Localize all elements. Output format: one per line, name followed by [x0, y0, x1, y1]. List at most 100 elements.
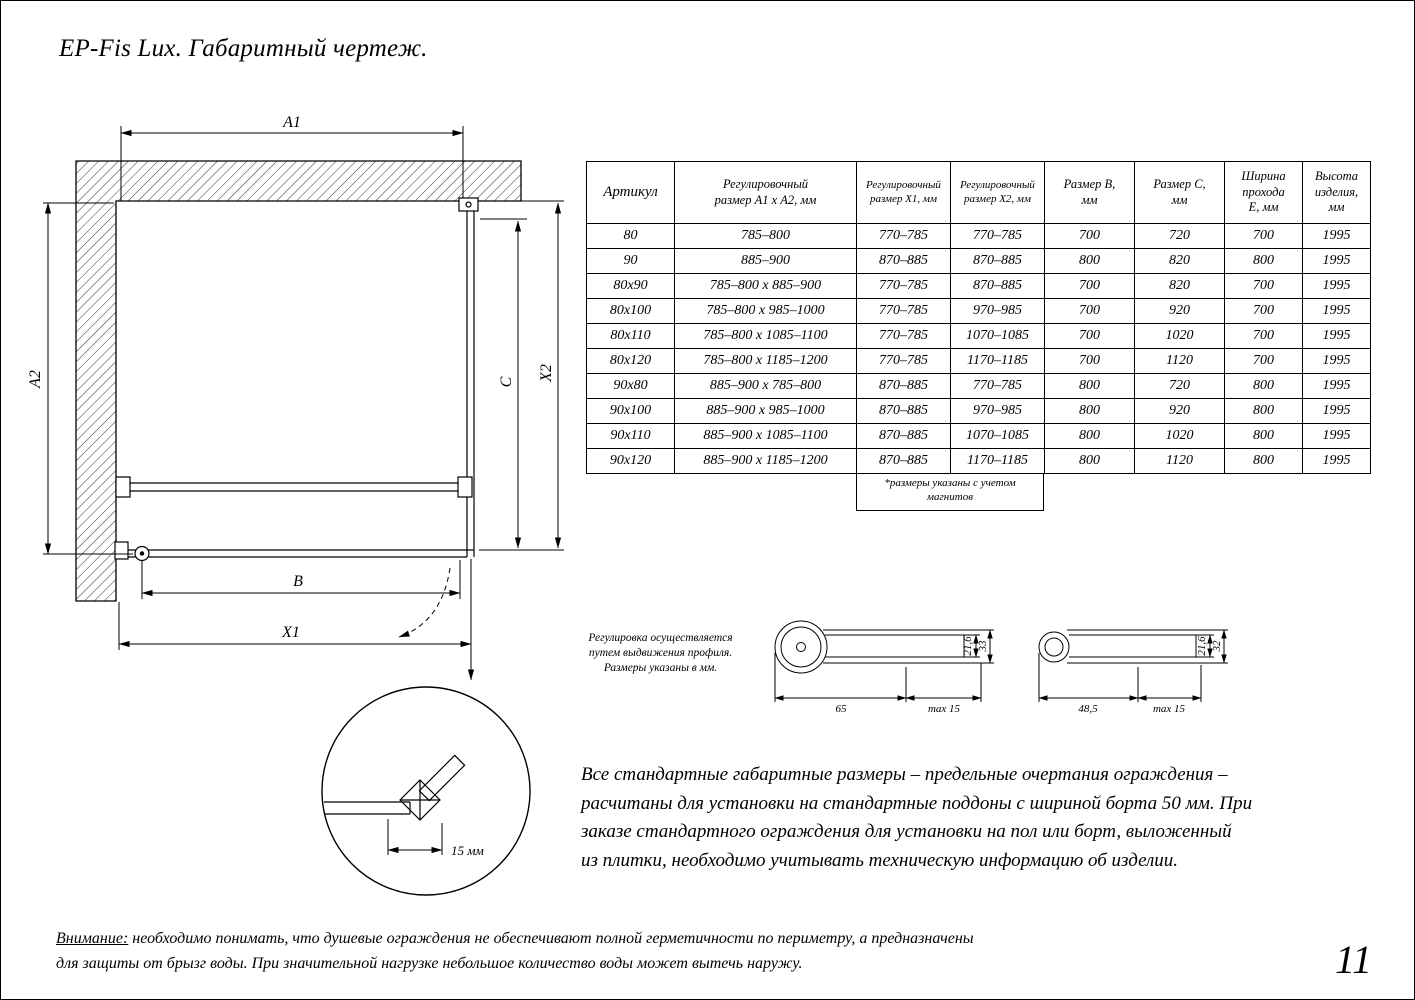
table-cell: 1995	[1302, 223, 1371, 249]
dim-x1: X1	[118, 602, 472, 650]
table-header-cell: Размер B, мм	[1044, 161, 1135, 224]
profile-left-dims: 65 max 15 21,6 33	[774, 629, 994, 715]
warning-text: Внимание: необходимо понимать, что душев…	[56, 927, 974, 977]
profile-right-adjust-label: max 15	[1153, 703, 1186, 715]
table-cell: 870–885	[856, 423, 951, 449]
profile-left-shape	[774, 620, 965, 674]
dim-label-a1: A1	[282, 114, 301, 131]
table-cell: 800	[1044, 398, 1135, 424]
warning-line1-text: необходимо понимать, что душевые огражде…	[128, 930, 974, 947]
profile-right-outer-height-label: 32	[1211, 640, 1223, 653]
table-cell: 1020	[1134, 423, 1225, 449]
table-cell: 820	[1134, 273, 1225, 299]
table-header-cell: Артикул	[586, 161, 675, 224]
table-cell: 920	[1134, 298, 1225, 324]
table-cell: 770–785	[856, 223, 951, 249]
table-cell: 870–885	[950, 273, 1045, 299]
detail-circle: 15 мм	[321, 686, 531, 896]
table-cell: 770–785	[856, 348, 951, 374]
table-cell: 700	[1224, 298, 1303, 324]
profile-right-shape	[1038, 629, 1197, 664]
table-cell: 885–900 х 985–1000	[674, 398, 857, 424]
dimension-drawing: A1 A2 X2 C B	[27, 114, 564, 896]
description-line: Все стандартные габаритные размеры – пре…	[581, 764, 1228, 785]
profile-right-dims: 48,5 max 15 21,6 32	[1038, 629, 1228, 715]
table-cell: 785–800 х 1085–1100	[674, 323, 857, 349]
page-number: 11	[1334, 937, 1372, 982]
wall-hatch	[75, 160, 522, 602]
table-cell: 800	[1224, 398, 1303, 424]
table-cell: 1170–1185	[950, 348, 1045, 374]
profile-left-inner-height-label: 21,6	[962, 636, 974, 656]
dim-c: C	[480, 218, 527, 549]
table-cell: 700	[1224, 223, 1303, 249]
table-cell: 800	[1224, 448, 1303, 474]
table-cell: 785–800	[674, 223, 857, 249]
table-cell: 1995	[1302, 373, 1371, 399]
table-cell: 800	[1044, 423, 1135, 449]
table-header-cell: Высота изделия, мм	[1302, 161, 1371, 224]
table-cell: 80	[586, 223, 675, 249]
table-cell: 700	[1224, 348, 1303, 374]
table-cell: 700	[1044, 348, 1135, 374]
dim-label-c: C	[498, 376, 515, 387]
table-cell: 885–900 х 1185–1200	[674, 448, 857, 474]
table-cell: 1995	[1302, 323, 1371, 349]
table-cell: 870–885	[856, 373, 951, 399]
table-cell: 1995	[1302, 398, 1371, 424]
adjustment-note-line: Размеры указаны в мм.	[603, 661, 718, 674]
table-cell: 1995	[1302, 423, 1371, 449]
table-cell: 700	[1224, 323, 1303, 349]
table-cell: 700	[1224, 273, 1303, 299]
table-cell: 1070–1085	[950, 423, 1045, 449]
table-header-cell: Размер C, мм	[1134, 161, 1225, 224]
table-cell: 1020	[1134, 323, 1225, 349]
adjustment-note: Регулировка осуществляется путем выдвиже…	[573, 631, 748, 676]
table-cell: 820	[1134, 248, 1225, 274]
dim-label-x2: X2	[538, 364, 555, 383]
table-cell: 870–885	[856, 448, 951, 474]
table-cell: 785–800 х 885–900	[674, 273, 857, 299]
table-cell: 785–800 х 985–1000	[674, 298, 857, 324]
table-cell: 800	[1224, 423, 1303, 449]
table-cell: 1120	[1134, 448, 1225, 474]
dim-a1: A1	[120, 114, 464, 201]
dim-a2: A2	[27, 202, 133, 555]
dim-label-x1: X1	[281, 624, 300, 641]
table-cell: 800	[1224, 248, 1303, 274]
table-cell: 1995	[1302, 298, 1371, 324]
table-cell: 770–785	[856, 298, 951, 324]
table-header-cell: Регулировочный размер A1 х A2, мм	[674, 161, 857, 224]
glass-panels	[114, 197, 479, 562]
table-cell: 885–900	[674, 248, 857, 274]
table-cell: 970–985	[950, 398, 1045, 424]
table-cell: 1070–1085	[950, 323, 1045, 349]
table-cell: 720	[1134, 223, 1225, 249]
dim-label-a2: A2	[27, 370, 44, 389]
table-cell: 800	[1044, 373, 1135, 399]
profile-right-inner-height-label: 21,6	[1196, 636, 1208, 656]
table-cell: 920	[1134, 398, 1225, 424]
table-cell: 800	[1044, 448, 1135, 474]
table-cell: 700	[1044, 273, 1135, 299]
warning-line: Внимание: необходимо понимать, что душев…	[56, 927, 974, 952]
table-cell: 870–885	[856, 398, 951, 424]
table-cell: 785–800 х 1185–1200	[674, 348, 857, 374]
table-cell: 1170–1185	[950, 448, 1045, 474]
detail-size-label: 15 мм	[451, 843, 484, 858]
description-line: из плитки, необходимо учитывать техничес…	[581, 849, 1179, 871]
table-cell: 700	[1044, 223, 1135, 249]
table-cell: 1995	[1302, 348, 1371, 374]
table-cell: 1120	[1134, 348, 1225, 374]
profile-right-width-label: 48,5	[1078, 703, 1098, 715]
